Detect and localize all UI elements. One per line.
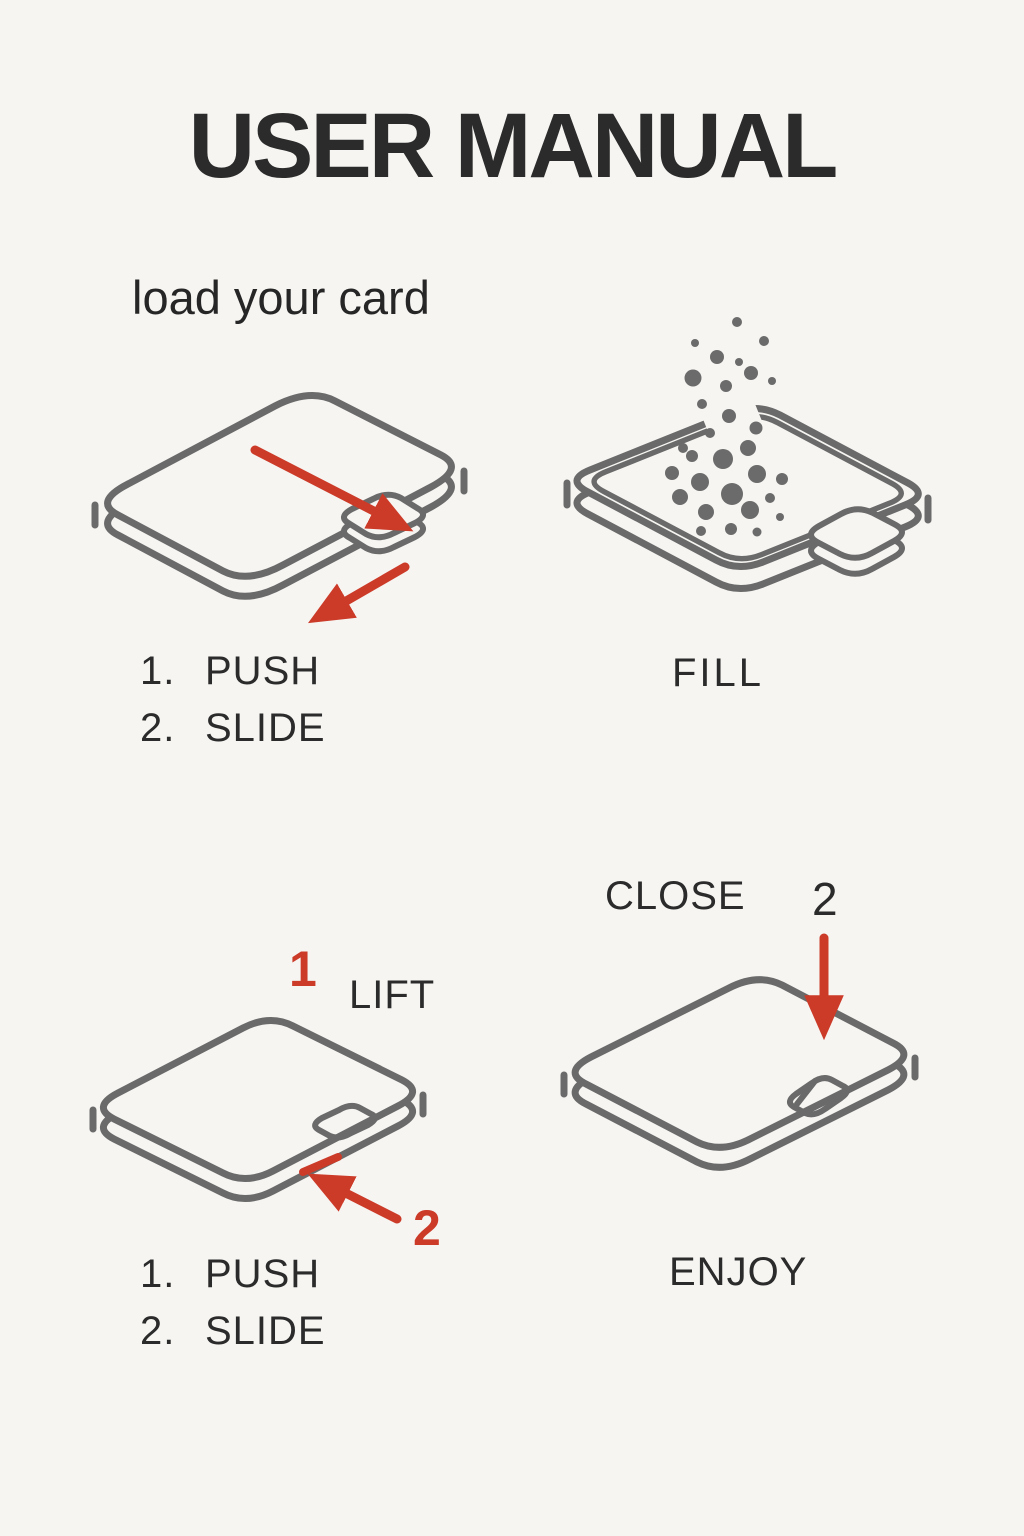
slider-tab-divider bbox=[794, 1078, 818, 1107]
fill-caption: FILL bbox=[672, 651, 765, 695]
slider-tab bbox=[312, 1102, 378, 1141]
card-outline bbox=[104, 392, 455, 580]
lift-marker-number: 1 bbox=[289, 941, 317, 997]
card-push-slide-illustration bbox=[91, 392, 468, 624]
enjoy-caption: ENJOY bbox=[669, 1250, 808, 1294]
herb-dots bbox=[665, 317, 788, 537]
step-label: PUSH bbox=[205, 649, 321, 693]
step-number: 1. bbox=[140, 1252, 176, 1296]
step-number: 2. bbox=[140, 1309, 176, 1353]
step-number: 1. bbox=[140, 649, 176, 693]
tray-tab bbox=[808, 506, 905, 561]
lift-caption: LIFT bbox=[349, 973, 436, 1017]
slide-edge-highlight bbox=[299, 1153, 342, 1176]
card-outline bbox=[100, 1017, 416, 1182]
slide-arrow bbox=[307, 1173, 402, 1224]
step-label: SLIDE bbox=[205, 706, 326, 750]
step-label: SLIDE bbox=[205, 1309, 326, 1353]
slide-marker-number: 2 bbox=[413, 1200, 441, 1256]
slide-arrow bbox=[307, 562, 410, 624]
page-title: USER MANUAL bbox=[188, 95, 839, 197]
push-arrow bbox=[250, 445, 414, 532]
card-close-illustration bbox=[560, 933, 919, 1171]
fill-illustration bbox=[563, 317, 932, 592]
step-label: PUSH bbox=[205, 1252, 321, 1296]
card-open-illustration bbox=[89, 1017, 427, 1224]
close-caption: CLOSE bbox=[605, 874, 746, 918]
load-your-card-subtitle: load your card bbox=[132, 271, 430, 324]
step-number: 2. bbox=[140, 706, 176, 750]
close-marker-number: 2 bbox=[812, 873, 838, 925]
